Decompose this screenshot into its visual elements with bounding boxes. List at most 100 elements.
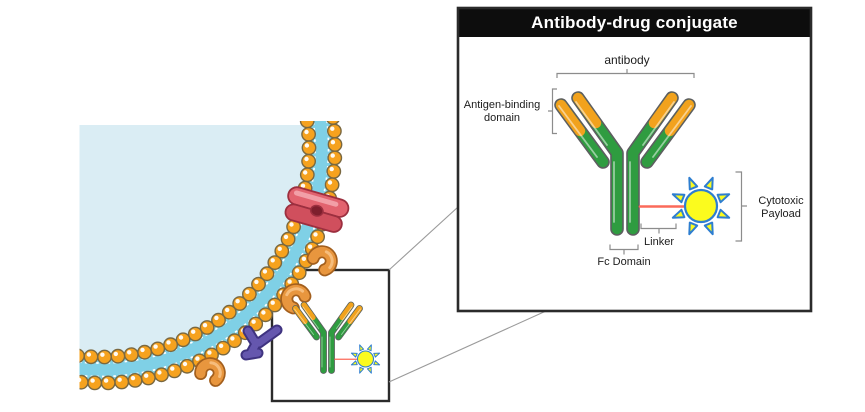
lipid-bead [324, 177, 340, 193]
bead-highlight [330, 140, 336, 145]
fc-domain-label: Fc Domain [597, 256, 651, 268]
crescent-highlight [209, 361, 222, 378]
bead-highlight [207, 350, 212, 355]
antigen-binding-label-line2: domain [483, 112, 521, 124]
membrane-band [79, 121, 339, 387]
bead-highlight [287, 279, 292, 284]
cytotoxic-payload-bracket [735, 171, 747, 242]
bead-highlight [235, 299, 240, 304]
linker-label: Linker [644, 236, 674, 248]
cytotoxic-payload-label: Cytotoxic Payload [742, 195, 820, 221]
lipid-bead [326, 163, 342, 179]
lipid-bead [154, 367, 169, 383]
bead-highlight [90, 378, 95, 383]
lipid-bead [127, 372, 143, 388]
bead-highlight [251, 319, 256, 324]
bead-highlight [225, 307, 230, 313]
bead-highlight [277, 246, 282, 251]
bead-highlight [195, 356, 200, 361]
antigen-binding-domain-label: Antigen-binding domain [447, 99, 557, 125]
bead-highlight [103, 378, 109, 383]
lipid-bead [83, 349, 99, 365]
bead-highlight [307, 244, 313, 249]
lipid-bead [326, 121, 340, 125]
cell-interior [79, 125, 312, 360]
lipid-bead [100, 375, 116, 391]
bead-highlight [218, 343, 224, 348]
bead-highlight [327, 180, 333, 185]
lipid-bead [140, 370, 156, 386]
bead-highlight [130, 375, 136, 381]
crescent-highlight [324, 250, 334, 270]
inset-title: Antibody-drug conjugate [531, 13, 738, 32]
lipid-bead [299, 121, 315, 129]
bead-highlight [313, 232, 318, 237]
bead-highlight [304, 129, 309, 135]
inset-title-banner-bg [458, 8, 811, 37]
bead-highlight [214, 315, 219, 321]
lipid-bead [301, 153, 316, 169]
crescent-highlight [285, 287, 305, 297]
bead-highlight [300, 183, 306, 188]
lipid-bead-row [73, 121, 317, 365]
callout-line-bottom [388, 310, 547, 383]
linker-bracket [640, 223, 677, 234]
bead-highlight [304, 143, 310, 148]
antibody-label: antibody [604, 53, 650, 67]
inset-border [456, 6, 813, 313]
bead-highlight [127, 350, 132, 355]
bead-highlight [270, 300, 275, 305]
callout-line-top [388, 206, 459, 271]
lipid-bead [110, 348, 126, 364]
bead-highlight [330, 126, 335, 131]
bead-highlight [330, 153, 335, 158]
bead-highlight [270, 258, 275, 263]
bead-highlight [170, 366, 175, 371]
fc-domain-bracket [609, 244, 639, 255]
bead-highlight [73, 351, 77, 355]
bead-highlight [230, 336, 235, 341]
bead-highlight [140, 347, 145, 353]
receptor-pore [309, 204, 324, 217]
bead-highlight [254, 279, 259, 285]
lipid-bead [87, 375, 103, 391]
inset-title-banner: Antibody-drug conjugate [458, 8, 811, 37]
lipid-bead [187, 326, 203, 342]
cytotoxic-label-line2: Payload [761, 208, 801, 220]
lipid-bead [150, 341, 166, 357]
bead-highlight [117, 377, 122, 382]
lipid-bead [326, 123, 342, 139]
bead-highlight [294, 268, 300, 273]
lipid-bead [166, 363, 182, 379]
bead-highlight [289, 222, 294, 227]
lipid-bead [79, 374, 89, 390]
bead-highlight [301, 256, 307, 261]
bead-highlight [79, 377, 82, 383]
lipid-bead [163, 337, 179, 353]
bead-highlight [86, 352, 92, 357]
bead-highlight [182, 361, 188, 367]
receptor-highlight [293, 190, 339, 207]
bead-highlight [113, 351, 119, 357]
antibody-bracket [556, 69, 695, 78]
small-adc [295, 305, 380, 373]
lipid-bead [137, 344, 153, 360]
bead-highlight [191, 329, 196, 334]
bead-highlight [202, 323, 208, 328]
bead-highlight [262, 269, 268, 274]
bead-highlight [100, 352, 105, 357]
bead-highlight [329, 166, 334, 172]
lipid-bead [97, 349, 112, 365]
lipid-bead [327, 150, 343, 166]
purple-receptor [242, 326, 281, 359]
lipid-bead [310, 229, 325, 245]
bead-highlight [178, 335, 184, 340]
bead-highlight [153, 344, 158, 349]
lipid-bead [301, 140, 317, 156]
crescent-ligand [306, 245, 338, 277]
bead-highlight [144, 373, 149, 378]
lipid-bead [123, 347, 139, 362]
bead-highlight [304, 156, 309, 162]
lipid-bead [179, 358, 195, 374]
